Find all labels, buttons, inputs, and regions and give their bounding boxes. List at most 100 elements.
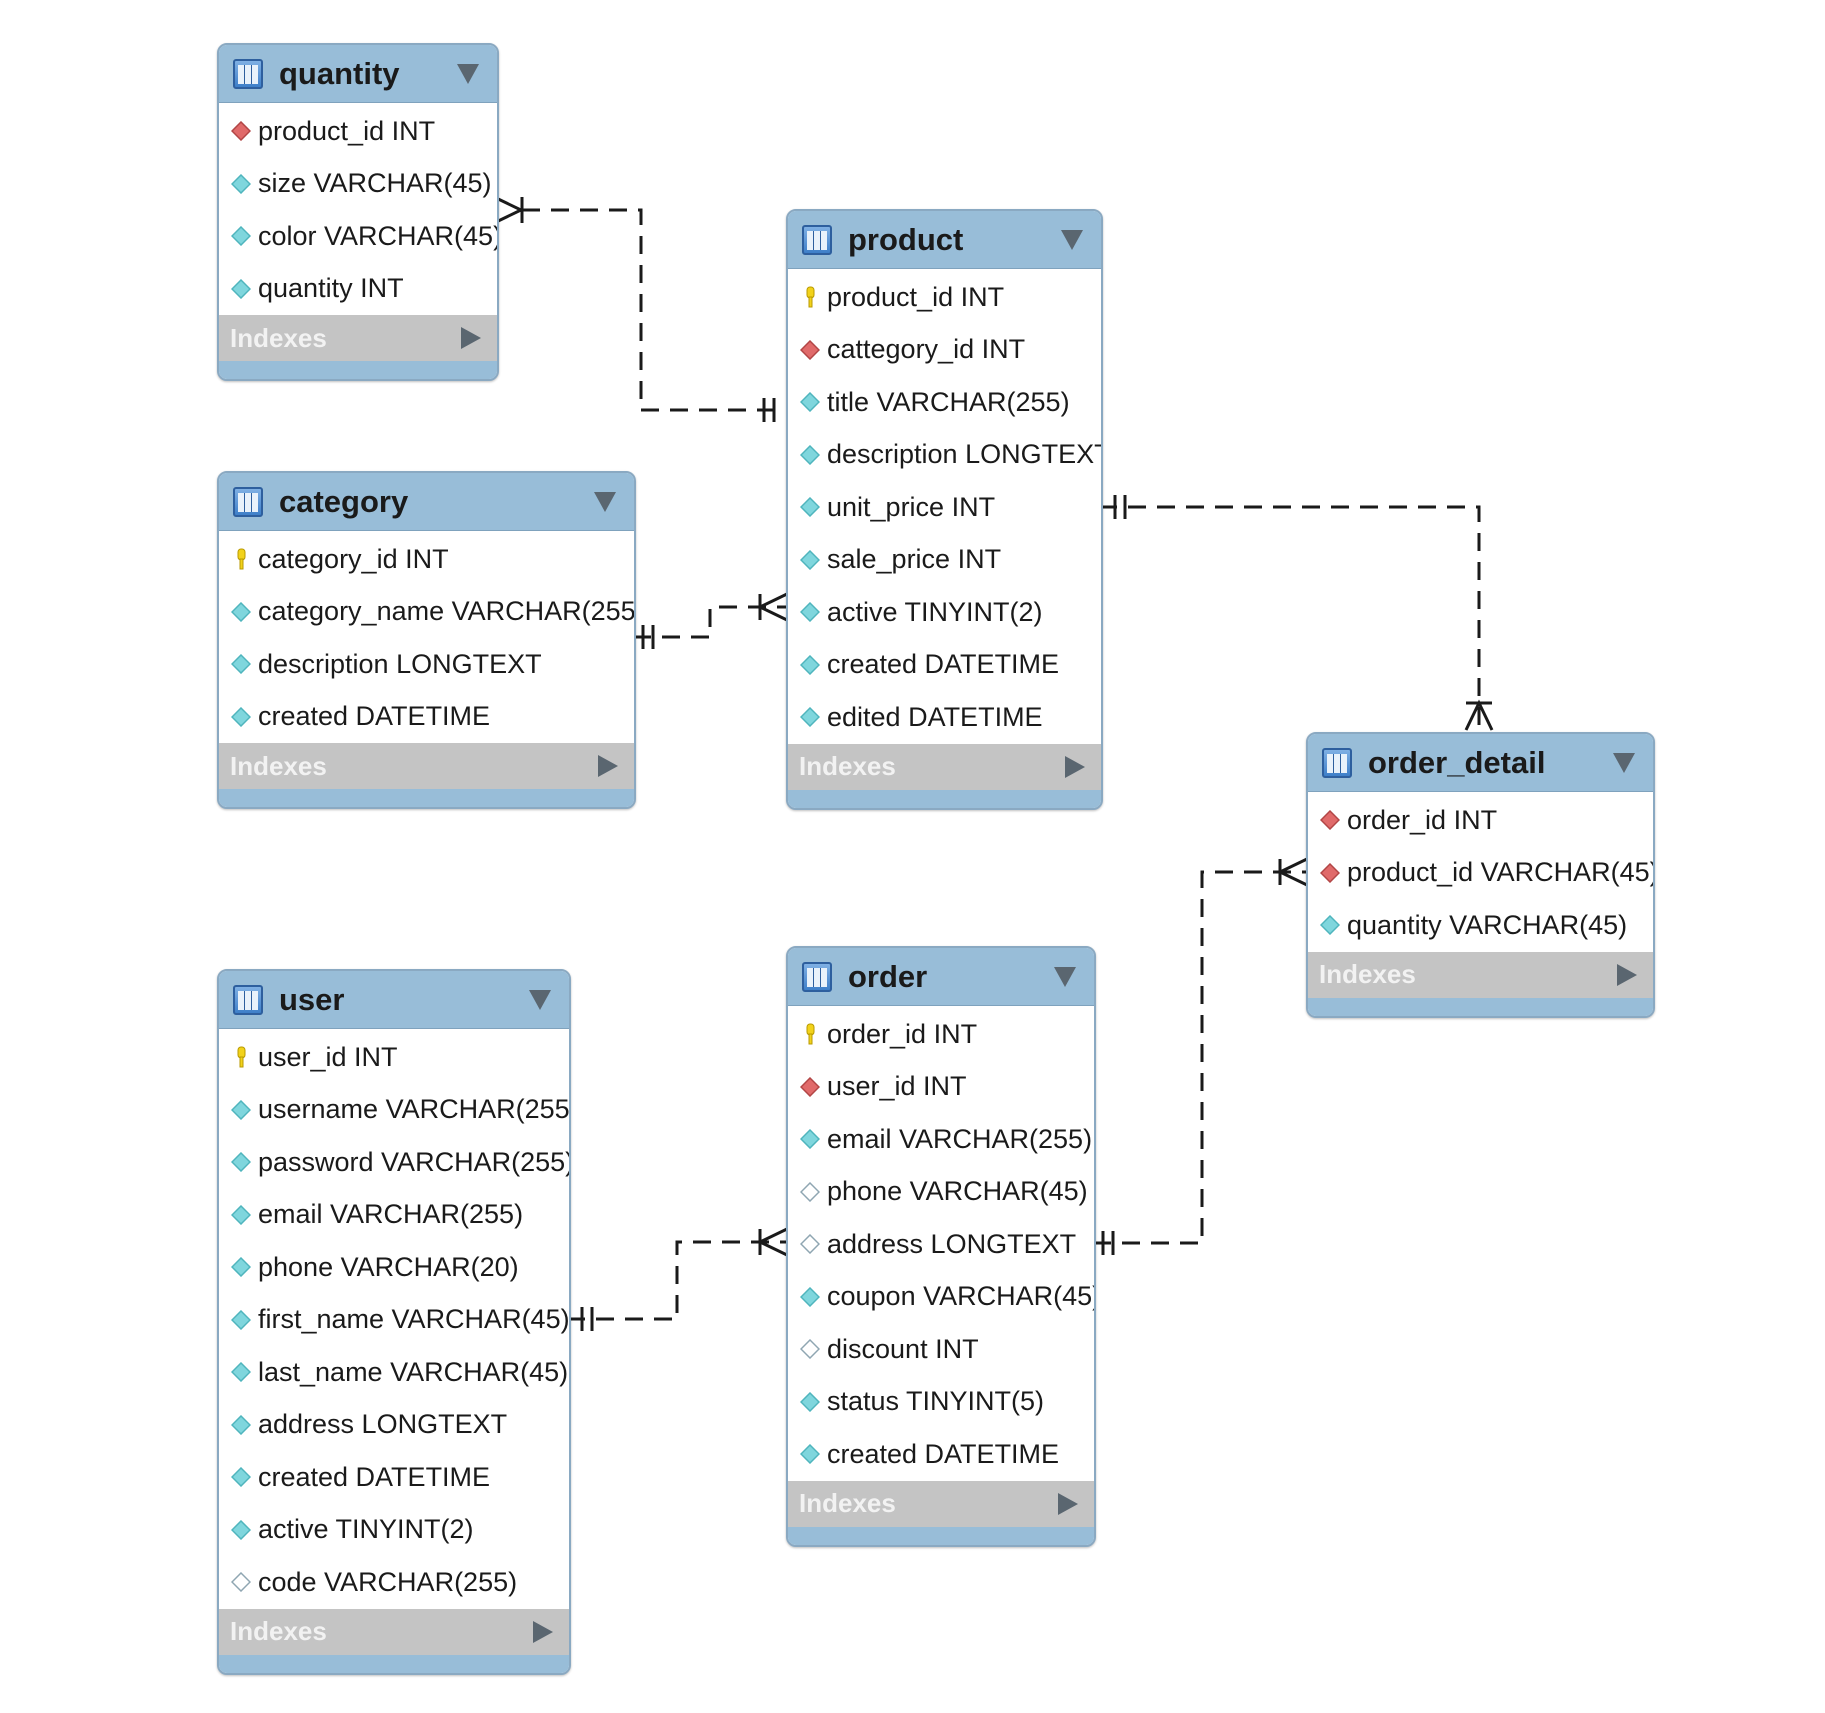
- column-row[interactable]: address LONGTEXT: [788, 1218, 1094, 1271]
- table-header[interactable]: order_detail: [1308, 734, 1653, 792]
- indexes-section[interactable]: Indexes: [788, 1480, 1094, 1527]
- table-header[interactable]: product: [788, 211, 1101, 269]
- column-row[interactable]: phone VARCHAR(20): [219, 1241, 569, 1294]
- column-row[interactable]: quantity VARCHAR(45): [1308, 899, 1653, 952]
- column-row[interactable]: order_id INT: [1308, 794, 1653, 847]
- indexes-section[interactable]: Indexes: [1308, 951, 1653, 998]
- column-row[interactable]: created DATETIME: [788, 639, 1101, 692]
- column-row[interactable]: cattegory_id INT: [788, 324, 1101, 377]
- column-icon: [230, 601, 252, 623]
- column-icon: [799, 654, 821, 676]
- expand-arrow-icon[interactable]: [598, 755, 618, 777]
- column-name: user_id INT: [827, 1071, 967, 1102]
- column-icon: [799, 444, 821, 466]
- expand-arrow-icon[interactable]: [1617, 963, 1637, 986]
- column-row[interactable]: phone VARCHAR(45): [788, 1166, 1094, 1219]
- collapse-arrow-icon[interactable]: [1613, 752, 1635, 773]
- column-row[interactable]: title VARCHAR(255): [788, 376, 1101, 429]
- table-order-detail[interactable]: order_detail order_id INT product_id VARCH…: [1306, 732, 1655, 1018]
- column-row[interactable]: order_id INT: [788, 1008, 1094, 1061]
- column-row[interactable]: email VARCHAR(255): [788, 1113, 1094, 1166]
- column-row[interactable]: active TINYINT(2): [219, 1504, 569, 1557]
- collapse-arrow-icon[interactable]: [1054, 966, 1076, 987]
- table-icon: [1322, 747, 1352, 778]
- column-row[interactable]: size VARCHAR(45): [219, 158, 497, 211]
- column-name: created DATETIME: [827, 1438, 1060, 1469]
- column-name: address LONGTEXT: [827, 1228, 1077, 1259]
- column-row[interactable]: active TINYINT(2): [788, 586, 1101, 639]
- column-name: code VARCHAR(255): [258, 1566, 518, 1597]
- expand-arrow-icon[interactable]: [1058, 1492, 1078, 1515]
- column-icon: [230, 1204, 252, 1226]
- table-product[interactable]: product product_id INT cattegory_id INT tit…: [786, 209, 1103, 810]
- column-row[interactable]: sale_price INT: [788, 534, 1101, 587]
- column-row[interactable]: status TINYINT(5): [788, 1376, 1094, 1429]
- table-footer: [1308, 997, 1653, 1016]
- collapse-arrow-icon[interactable]: [529, 989, 551, 1010]
- column-row[interactable]: code VARCHAR(255): [219, 1556, 569, 1609]
- table-title: product: [848, 221, 964, 257]
- column-row[interactable]: first_name VARCHAR(45): [219, 1294, 569, 1347]
- column-row[interactable]: edited DATETIME: [788, 691, 1101, 744]
- column-name: cattegory_id INT: [827, 334, 1026, 365]
- column-row[interactable]: category_id INT: [219, 533, 634, 586]
- column-name: discount INT: [827, 1333, 979, 1364]
- table-icon: [233, 984, 263, 1015]
- column-name: description LONGTEXT: [827, 439, 1103, 470]
- column-row[interactable]: user_id INT: [788, 1061, 1094, 1114]
- expand-arrow-icon[interactable]: [533, 1620, 553, 1643]
- column-row[interactable]: email VARCHAR(255): [219, 1189, 569, 1242]
- column-name: address LONGTEXT: [258, 1409, 508, 1440]
- collapse-arrow-icon[interactable]: [1061, 229, 1083, 250]
- column-row[interactable]: product_id INT: [219, 105, 497, 158]
- relationship-product-quantity: [493, 195, 787, 422]
- column-row[interactable]: unit_price INT: [788, 481, 1101, 534]
- collapse-arrow-icon[interactable]: [594, 491, 616, 512]
- primary-key-icon: [230, 1046, 252, 1068]
- column-icon: [230, 1309, 252, 1331]
- column-row[interactable]: created DATETIME: [219, 1451, 569, 1504]
- table-icon: [802, 961, 832, 992]
- collapse-arrow-icon[interactable]: [457, 63, 479, 84]
- column-name: product_id VARCHAR(45): [1347, 857, 1655, 888]
- column-row[interactable]: created DATETIME: [788, 1428, 1094, 1481]
- column-icon: [230, 706, 252, 728]
- column-row[interactable]: quantity INT: [219, 263, 497, 316]
- expand-arrow-icon[interactable]: [461, 327, 481, 349]
- column-row[interactable]: product_id VARCHAR(45): [1308, 847, 1653, 900]
- table-title: category: [279, 483, 409, 519]
- column-name: user_id INT: [258, 1041, 398, 1072]
- indexes-section[interactable]: Indexes: [219, 315, 497, 361]
- indexes-section[interactable]: Indexes: [788, 743, 1101, 790]
- table-user[interactable]: user user_id INT username VARCHAR(255)pass…: [217, 969, 571, 1675]
- table-header[interactable]: category: [219, 473, 634, 531]
- indexes-section[interactable]: Indexes: [219, 1608, 569, 1655]
- table-header[interactable]: user: [219, 971, 569, 1029]
- column-row[interactable]: discount INT: [788, 1323, 1094, 1376]
- table-title: order_detail: [1368, 744, 1546, 780]
- column-row[interactable]: description LONGTEXT: [788, 429, 1101, 482]
- indexes-section[interactable]: Indexes: [219, 743, 634, 789]
- column-row[interactable]: description LONGTEXT: [219, 638, 634, 691]
- primary-key-icon: [799, 286, 821, 308]
- column-row[interactable]: category_name VARCHAR(255): [219, 586, 634, 639]
- column-row[interactable]: product_id INT: [788, 271, 1101, 324]
- column-name: last_name VARCHAR(45): [258, 1356, 569, 1387]
- column-row[interactable]: password VARCHAR(255): [219, 1136, 569, 1189]
- column-row[interactable]: address LONGTEXT: [219, 1399, 569, 1452]
- column-icon: [799, 1286, 821, 1308]
- column-row[interactable]: coupon VARCHAR(45): [788, 1271, 1094, 1324]
- column-row[interactable]: user_id INT: [219, 1031, 569, 1084]
- column-row[interactable]: color VARCHAR(45): [219, 210, 497, 263]
- column-name: created DATETIME: [258, 701, 491, 732]
- column-name: phone VARCHAR(20): [258, 1251, 519, 1282]
- column-row[interactable]: username VARCHAR(255): [219, 1084, 569, 1137]
- expand-arrow-icon[interactable]: [1065, 755, 1085, 778]
- table-header[interactable]: order: [788, 948, 1094, 1006]
- table-header[interactable]: quantity: [219, 45, 497, 103]
- column-row[interactable]: created DATETIME: [219, 691, 634, 744]
- column-row[interactable]: last_name VARCHAR(45): [219, 1346, 569, 1399]
